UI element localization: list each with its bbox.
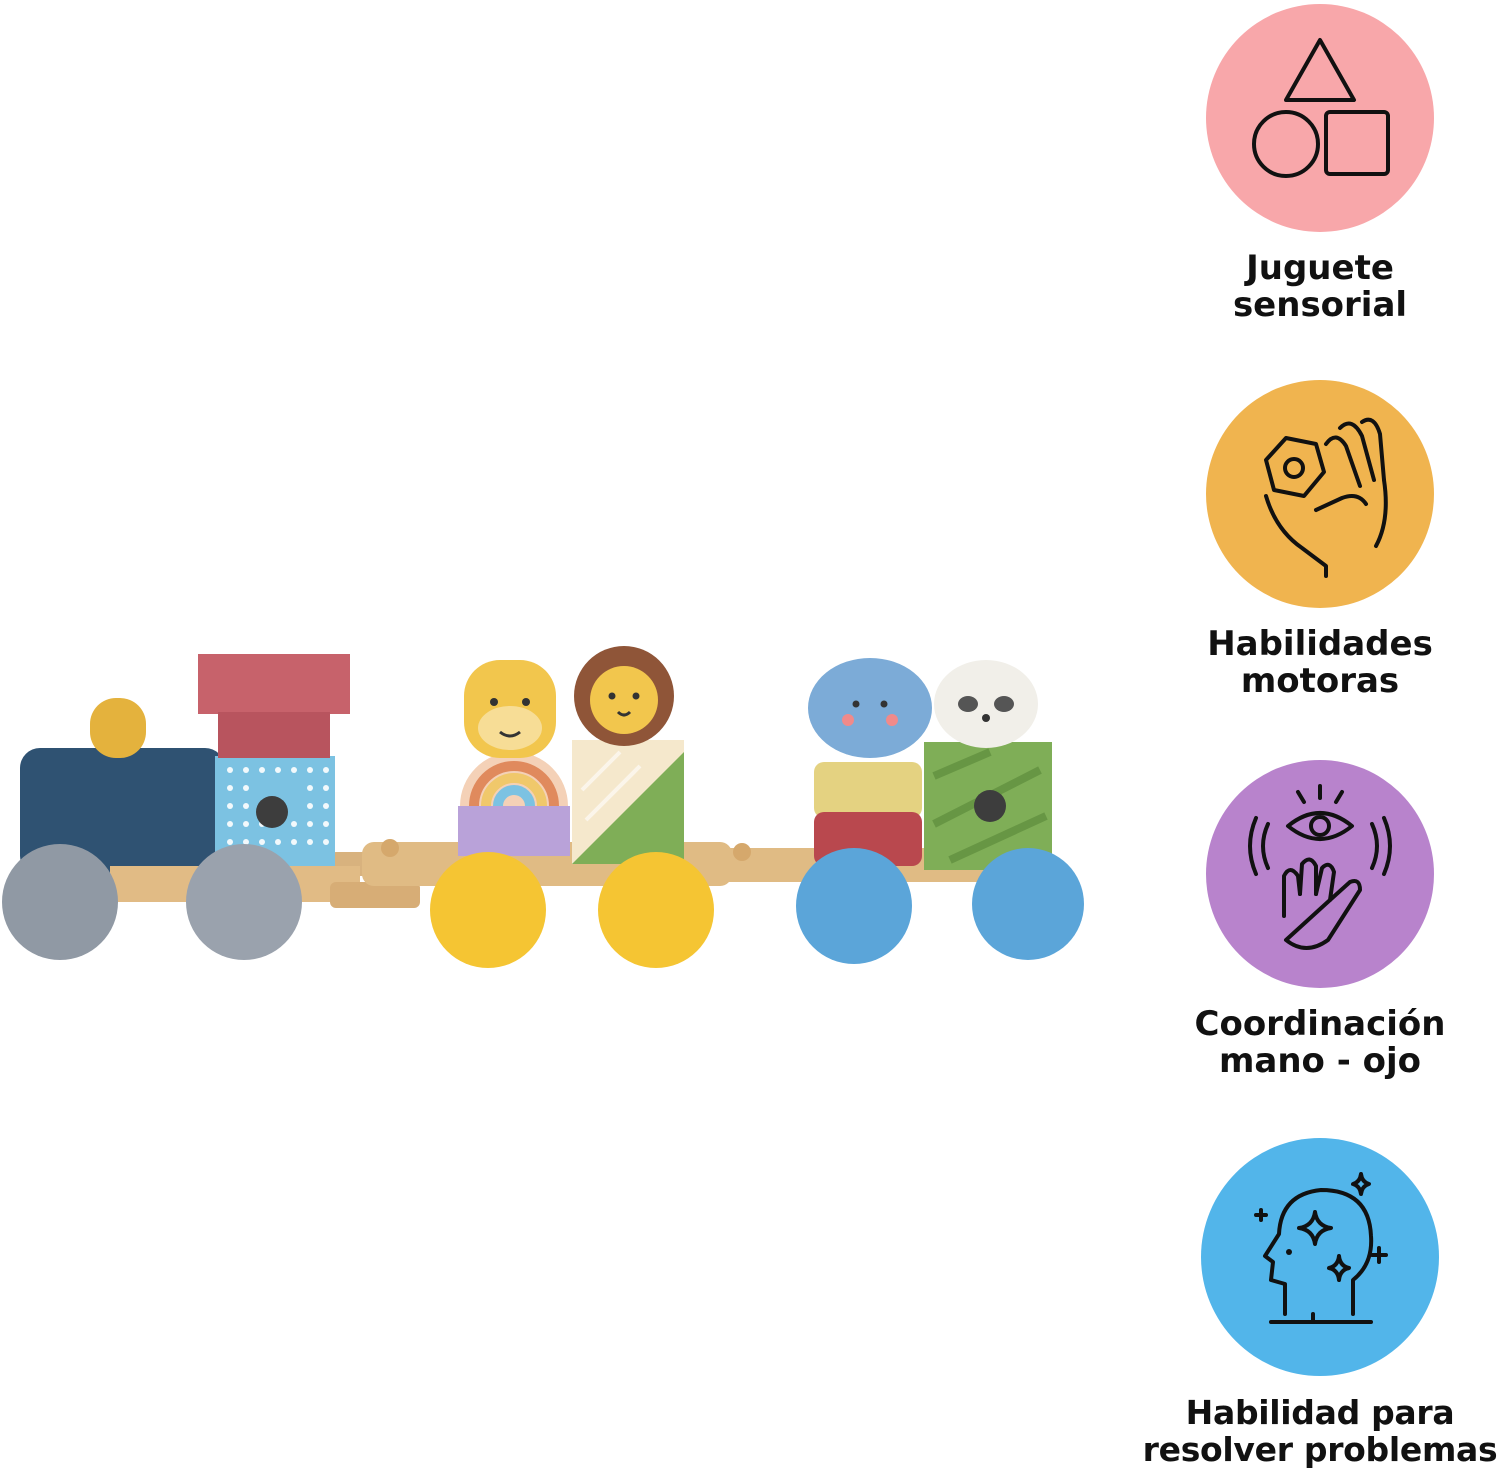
feature-problem-solving: Habilidad para resolver problemas — [1140, 1138, 1500, 1468]
feature-motor-skills: Habilidades motoras — [1140, 380, 1500, 700]
problem-solving-badge — [1201, 1138, 1439, 1376]
head-sparkles-icon — [1254, 1172, 1388, 1324]
feature-label: Habilidad para resolver problemas — [1142, 1393, 1498, 1469]
feature-label: Habilidades motoras — [1207, 624, 1433, 701]
eye-hand-badge — [1206, 760, 1434, 988]
shapes-icon — [1252, 38, 1390, 178]
wooden-train-image — [2, 646, 1084, 968]
motor-skills-badge — [1206, 380, 1434, 608]
feature-label: Coordinación mano - ojo — [1194, 1004, 1446, 1081]
feature-sensory: Juguete sensorial — [1140, 4, 1500, 324]
hand-nut-icon — [1264, 417, 1388, 578]
feature-label: Juguete sensorial — [1232, 248, 1408, 325]
sensory-badge — [1206, 4, 1434, 232]
feature-eye-hand: Coordinación mano - ojo — [1140, 760, 1500, 1080]
eye-hand-icon — [1248, 784, 1392, 950]
